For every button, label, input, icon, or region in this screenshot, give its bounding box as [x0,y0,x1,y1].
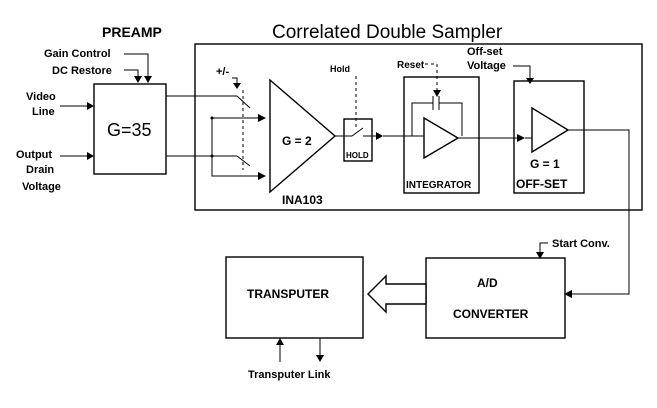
offset-gain: G = 1 [530,157,560,171]
integrator-amplifier [423,116,460,160]
gain-control-wire [124,53,149,80]
integrator-label: INTEGRATOR [406,180,472,191]
transputer-link-label: Transputer Link [248,369,331,381]
plus-minus-label: +/- [216,66,229,78]
cds-frame [194,43,643,211]
transputer-label: TRANSPUTER [247,287,329,301]
offset-voltage-label-2: Voltage [467,60,506,72]
adc-label-1: A/D [477,276,498,290]
ina-gain: G = 2 [282,134,312,148]
line-label: Line [32,106,55,118]
preamp-block [93,83,167,175]
transputer-block [225,256,364,339]
hold-label-top: Hold [330,64,350,74]
hold-box-label: HOLD [346,151,369,160]
ina103-amplifier [269,78,337,194]
offset-block [513,80,585,194]
reset-label: Reset [397,60,425,71]
gain-control-label: Gain Control [44,48,111,60]
output-label: Output [16,149,52,161]
drain-label: Drain [26,164,54,176]
offset-to-adc-wire [568,129,630,295]
adc-block [425,257,566,339]
preamp-title: PREAMP [102,24,162,40]
dc-restore-label: DC Restore [52,65,112,77]
offset-box-label: OFF-SET [516,177,568,191]
video-label: Video [26,91,56,103]
offset-voltage-label-1: Off-set [467,46,503,58]
cds-title: Correlated Double Sampler [272,22,503,43]
preamp-gain: G=35 [107,120,152,140]
integrator-block [403,76,480,194]
start-conv-label: Start Conv. [552,238,610,250]
ina-name: INA103 [282,193,323,207]
switch-cross-wiring [211,118,245,177]
voltage-label: Voltage [22,181,61,193]
offset-amplifier [531,106,570,154]
adc-label-2: CONVERTER [453,307,529,321]
hold-switch-box [343,118,373,162]
data-bus-arrow [367,274,427,314]
